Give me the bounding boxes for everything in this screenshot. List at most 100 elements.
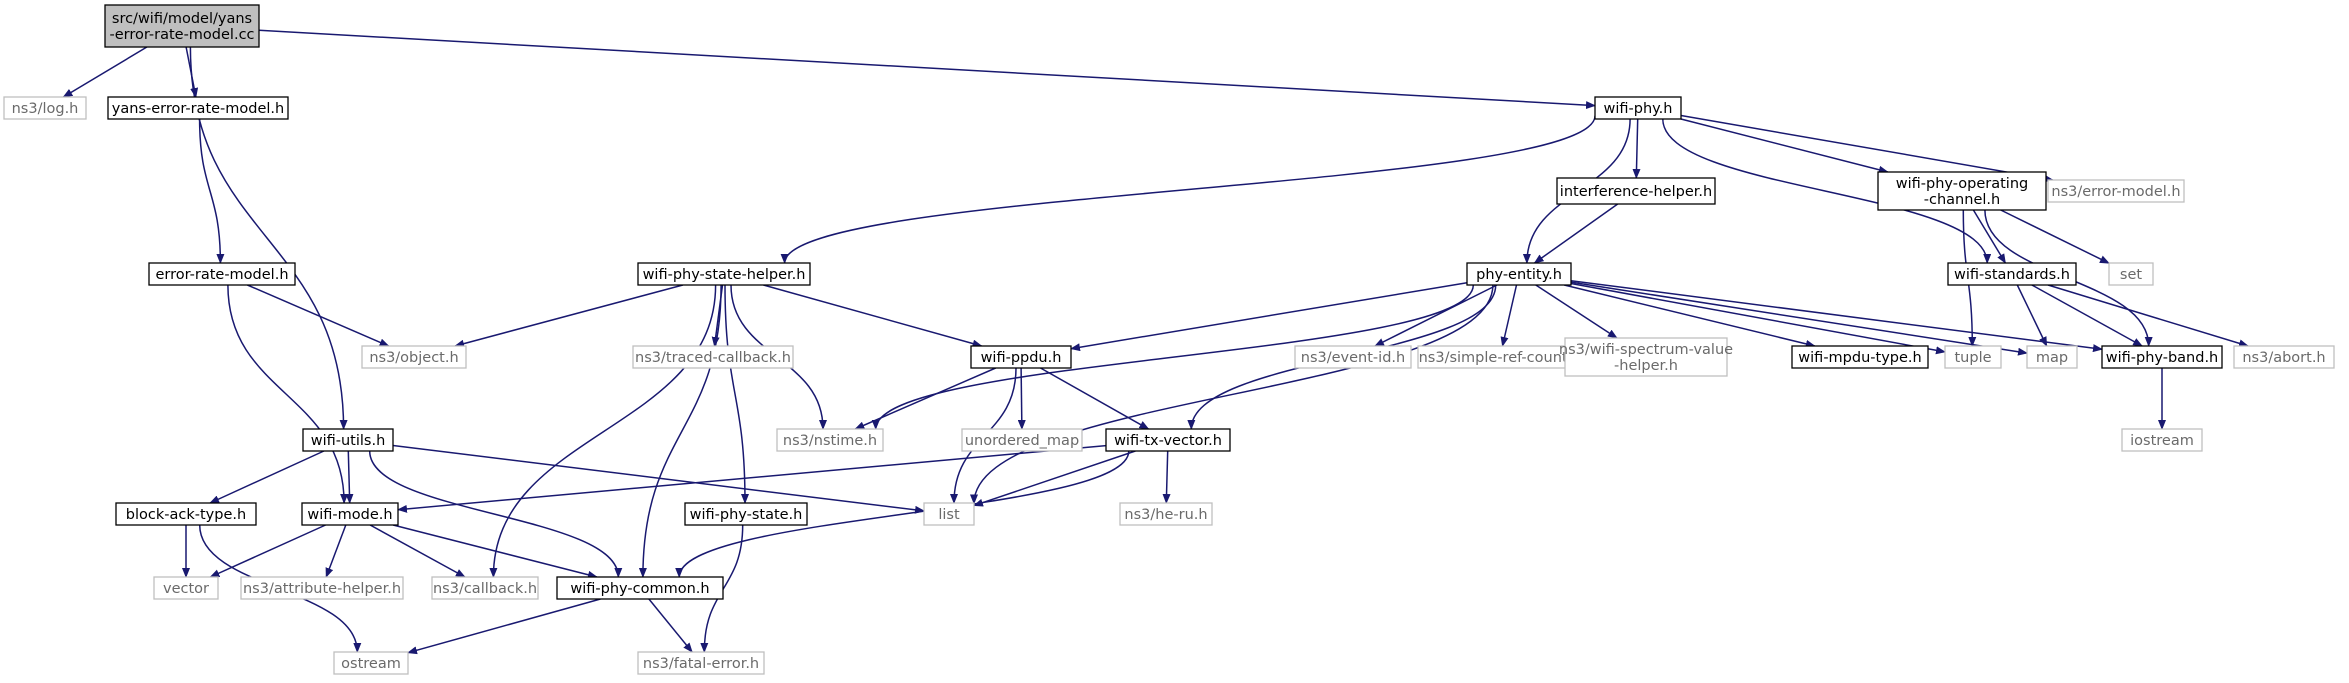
- node-phystate[interactable]: wifi-phy-state.h: [684, 502, 808, 526]
- node-box: [923, 502, 975, 526]
- node-box: [107, 96, 289, 120]
- edge-mode-to-common: [392, 524, 598, 579]
- node-ppdu[interactable]: wifi-ppdu.h: [970, 345, 1072, 369]
- node-label: ostream: [341, 656, 401, 672]
- edge-utils-to-list: [392, 444, 925, 514]
- node-label: ns3/object.h: [369, 350, 458, 366]
- node-label: wifi-phy-band.h: [2106, 350, 2219, 366]
- node-label: set: [2120, 267, 2142, 283]
- node-interf[interactable]: interference-helper.h: [1556, 177, 1716, 205]
- node-wifiphy[interactable]: wifi-phy.h: [1594, 96, 1682, 120]
- node-utils[interactable]: wifi-utils.h: [302, 428, 394, 452]
- node-box: [1105, 428, 1231, 452]
- edge-phyentity-to-tuple: [1570, 282, 1946, 355]
- node-box: [556, 576, 724, 600]
- edge-phyentity-to-list: [970, 284, 1494, 505]
- edge-ppdu-to-umap: [1017, 367, 1026, 430]
- node-box: [1594, 96, 1682, 120]
- edge-mode-to-callback: [369, 524, 466, 578]
- edge-errrate-to-mode: [227, 284, 349, 504]
- node-box: [684, 502, 808, 526]
- node-label: src/wifi/model/yans: [112, 11, 252, 27]
- node-label: ns3/abort.h: [2242, 350, 2325, 366]
- node-box: [961, 428, 1083, 452]
- edge-ppdu-to-nstime: [854, 367, 996, 430]
- edge-opchan-to-set: [2000, 209, 2110, 264]
- node-label: wifi-phy.h: [1604, 101, 1673, 117]
- node-label: wifi-ppdu.h: [981, 350, 1062, 366]
- edge-statehelper-to-object: [454, 284, 684, 348]
- node-label: map: [2036, 350, 2068, 366]
- node-mpdutype[interactable]: wifi-mpdu-type.h: [1791, 345, 1929, 369]
- node-box: [148, 262, 296, 286]
- node-vector: vector: [153, 576, 219, 600]
- node-blockack[interactable]: block-ack-type.h: [115, 502, 257, 526]
- node-traced: ns3/traced-callback.h: [632, 345, 794, 369]
- edge-ppdu-to-txvector: [1040, 367, 1150, 430]
- edge-txvector-to-mode: [397, 444, 1107, 513]
- node-box: [153, 576, 219, 600]
- node-phyentity[interactable]: phy-entity.h: [1466, 262, 1572, 286]
- edge-phyentity-to-eventid: [1374, 284, 1498, 347]
- edge-txvector-to-list: [973, 450, 1136, 507]
- node-label: wifi-standards.h: [1954, 267, 2070, 283]
- node-label: block-ack-type.h: [126, 507, 246, 523]
- node-errmodel: ns3/error-model.h: [2047, 179, 2185, 203]
- node-box: [333, 651, 409, 675]
- node-common[interactable]: wifi-phy-common.h: [556, 576, 724, 600]
- node-box: [115, 502, 257, 526]
- node-box: [431, 576, 539, 600]
- node-label: tuple: [1954, 350, 1991, 366]
- node-label: ns3/simple-ref-count.h: [1419, 350, 1582, 366]
- node-map: map: [2026, 345, 2078, 369]
- node-yans[interactable]: yans-error-rate-model.h: [107, 96, 289, 120]
- node-statehelper[interactable]: wifi-phy-state-helper.h: [637, 262, 811, 286]
- edge-standards-to-abort: [2047, 284, 2249, 348]
- node-box: [301, 502, 399, 526]
- edge-standards-to-band: [2031, 284, 2143, 347]
- node-box: [2101, 345, 2223, 369]
- edge-wifiphy-to-interf: [1632, 118, 1641, 179]
- node-box: [3, 96, 87, 120]
- node-root[interactable]: src/wifi/model/yans-error-rate-model.cc: [104, 4, 260, 48]
- edge-phyentity-to-band: [1570, 279, 2103, 353]
- edge-mode-to-vector: [209, 524, 326, 578]
- node-errrate[interactable]: error-rate-model.h: [148, 262, 296, 286]
- edge-wifiphy-to-errmodel: [1680, 114, 2054, 183]
- node-band[interactable]: wifi-phy-band.h: [2101, 345, 2223, 369]
- edge-statehelper-to-common: [638, 284, 722, 578]
- node-box: [2047, 179, 2185, 203]
- node-label: ns3/log.h: [12, 101, 79, 117]
- node-box: [970, 345, 1072, 369]
- edge-txvector-to-common: [675, 450, 1130, 578]
- node-opchan[interactable]: wifi-phy-operating-channel.h: [1877, 171, 2047, 211]
- node-label: ns3/traced-callback.h: [635, 350, 791, 366]
- node-box: [361, 345, 467, 369]
- node-box: [1564, 337, 1728, 377]
- edge-root-to-wifiphy: [258, 29, 1596, 110]
- node-iostream: iostream: [2121, 428, 2203, 452]
- file-nodes: src/wifi/model/yans-error-rate-model.cc n…: [3, 4, 2335, 675]
- edge-statehelper-to-phystate: [724, 284, 749, 504]
- edge-wifiphy-to-statehelper: [780, 115, 1596, 264]
- node-box: [632, 345, 794, 369]
- node-label: wifi-phy-operating: [1896, 176, 2028, 192]
- edge-interf-to-phyentity: [1533, 203, 1619, 264]
- node-txvector[interactable]: wifi-tx-vector.h: [1105, 428, 1231, 452]
- node-box: [2108, 262, 2154, 286]
- node-callback: ns3/callback.h: [431, 576, 539, 600]
- node-label: vector: [163, 581, 209, 597]
- edge-common-to-fatal: [648, 598, 693, 653]
- node-box: [1119, 502, 1213, 526]
- node-box: [1466, 262, 1572, 286]
- edge-statehelper-to-callback: [489, 284, 717, 578]
- node-label: yans-error-rate-model.h: [112, 101, 285, 117]
- node-label: ns3/wifi-spectrum-value: [1559, 342, 1733, 358]
- node-mode[interactable]: wifi-mode.h: [301, 502, 399, 526]
- edge-wifiphy-to-opchan: [1680, 118, 1889, 174]
- node-box: [637, 262, 811, 286]
- node-standards[interactable]: wifi-standards.h: [1947, 262, 2077, 286]
- node-umap: unordered_map: [961, 428, 1083, 452]
- edge-phyentity-to-map: [1570, 281, 2028, 356]
- node-simpleref: ns3/simple-ref-count.h: [1417, 345, 1583, 369]
